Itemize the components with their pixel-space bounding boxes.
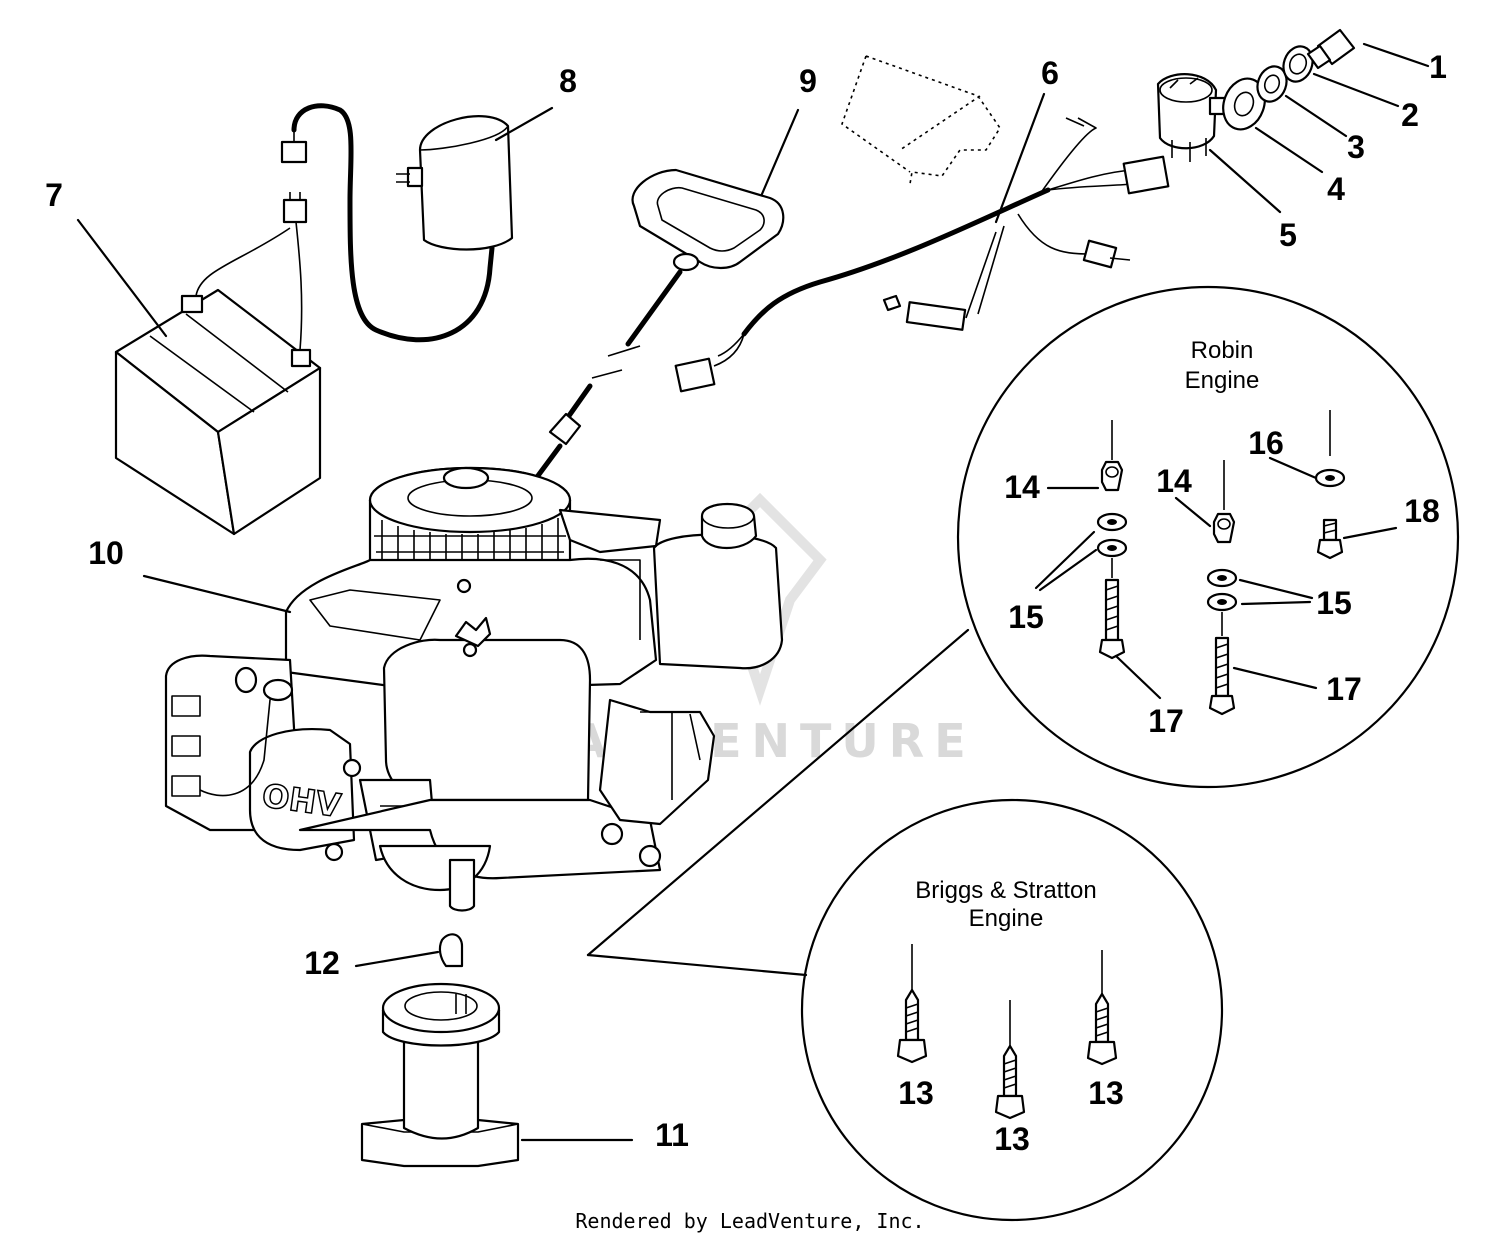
callout-13-middle: 13 [994, 1121, 1030, 1157]
key-1 [1306, 28, 1356, 70]
engine-spacer [360, 982, 520, 1168]
charger [291, 103, 514, 343]
shaft-key [438, 933, 464, 968]
robin-title-line2: Engine [1185, 367, 1260, 394]
callout-14-left: 14 [1004, 469, 1040, 505]
ignition-switch [1156, 73, 1230, 162]
callout-12: 12 [304, 945, 340, 981]
callout-2: 2 [1401, 97, 1419, 133]
callout-15-left: 15 [1008, 599, 1044, 635]
bezel-2 [1282, 45, 1314, 83]
callout-11: 11 [655, 1117, 689, 1153]
engine: OHV [164, 466, 784, 912]
callout-18: 18 [1404, 493, 1440, 529]
briggs-title-line1: Briggs & Stratton [915, 877, 1096, 904]
callout-7: 7 [45, 177, 63, 213]
callout-17-right: 17 [1326, 671, 1362, 707]
nut-3 [1256, 65, 1288, 103]
callout-16: 16 [1248, 425, 1284, 461]
robin-title-line1: Robin [1191, 337, 1254, 364]
seat-switch [517, 168, 785, 503]
callout-labels: 1 2 3 4 5 6 7 8 9 10 11 12 13 13 13 14 1… [45, 49, 1447, 1157]
footer-credit: Rendered by LeadVenture, Inc. [575, 1209, 924, 1233]
callout-6: 6 [1041, 55, 1059, 91]
callout-1: 1 [1429, 49, 1447, 85]
callout-3: 3 [1347, 129, 1365, 165]
callout-17-left: 17 [1148, 703, 1184, 739]
briggs-engine-detail: Briggs & Stratton Engine [586, 798, 1224, 1222]
robin-engine-detail: Robin Engine [586, 285, 1460, 957]
briggs-title-line2: Engine [969, 905, 1044, 932]
callout-14-middle: 14 [1156, 463, 1192, 499]
callout-10: 10 [88, 535, 124, 571]
battery-connectors [280, 130, 308, 224]
callout-13-right: 13 [1088, 1075, 1124, 1111]
leader-lines [76, 42, 1430, 1142]
wire-harness [674, 117, 1170, 393]
callout-4: 4 [1327, 171, 1345, 207]
callout-5: 5 [1279, 217, 1297, 253]
lock-washer-4 [1222, 77, 1266, 131]
callout-8: 8 [559, 63, 577, 99]
battery [114, 221, 322, 536]
callout-15-right: 15 [1316, 585, 1352, 621]
callout-13-left: 13 [898, 1075, 934, 1111]
callout-9: 9 [799, 63, 817, 99]
seat-outline [841, 55, 1001, 185]
